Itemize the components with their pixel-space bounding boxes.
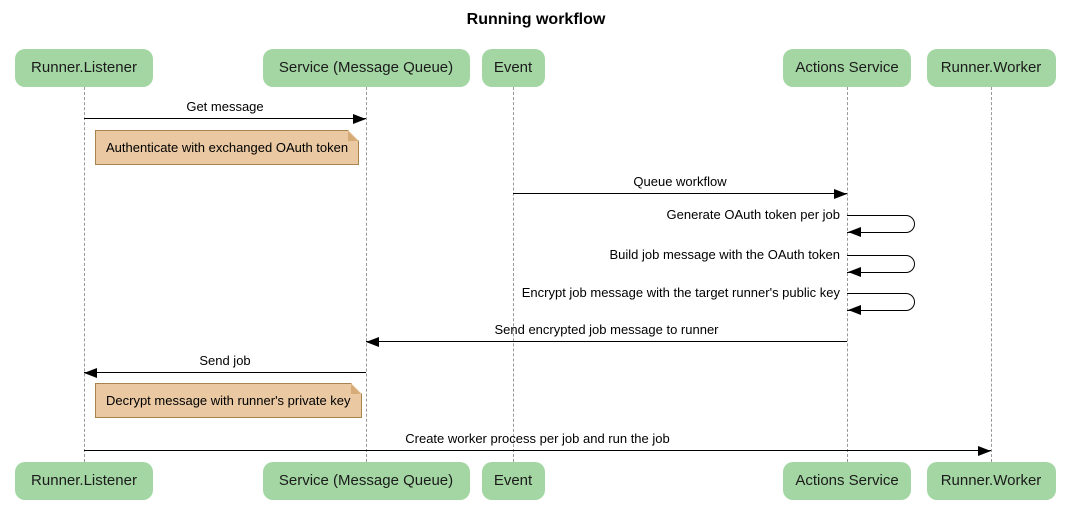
lifeline-event — [512, 87, 514, 462]
participant-bottom-actions-service: Actions Service — [783, 462, 911, 500]
selfloop-arrow — [847, 255, 915, 273]
participant-bottom-service-mq: Service (Message Queue) — [262, 462, 470, 500]
arrowhead-left-icon — [848, 305, 861, 315]
selfloop-arrow — [847, 293, 915, 311]
selfloop-label: Encrypt job message with the target runn… — [521, 285, 840, 300]
message-line — [366, 341, 847, 342]
note: Authenticate with exchanged OAuth token — [95, 130, 360, 165]
participant-top-runner-listener: Runner.Listener — [15, 49, 153, 87]
participant-top-actions-service: Actions Service — [783, 49, 911, 87]
message-label: Send job — [199, 353, 251, 368]
message-label: Create worker process per job and run th… — [405, 431, 670, 446]
participant-top-runner-worker: Runner.Worker — [926, 49, 1056, 87]
lifeline-runner-listener — [83, 87, 85, 462]
participant-top-event: Event — [481, 49, 545, 87]
selfloop-label: Build job message with the OAuth token — [609, 247, 840, 262]
message-line — [513, 193, 847, 194]
participant-bottom-runner-listener: Runner.Listener — [15, 462, 153, 500]
note: Decrypt message with runner's private ke… — [95, 383, 362, 418]
arrowhead-right-icon — [353, 114, 366, 124]
message-label: Queue workflow — [633, 174, 727, 189]
arrowhead-right-icon — [978, 446, 991, 456]
arrowhead-left-icon — [848, 227, 861, 237]
lifeline-runner-worker — [990, 87, 992, 462]
diagram-title: Running workflow — [466, 11, 606, 28]
participant-bottom-event: Event — [481, 462, 545, 500]
message-line — [84, 372, 366, 373]
message-label: Send encrypted job message to runner — [494, 322, 719, 337]
selfloop-label: Generate OAuth token per job — [666, 207, 840, 222]
arrowhead-left-icon — [848, 267, 861, 277]
arrowhead-right-icon — [834, 189, 847, 199]
lifeline-service-mq — [365, 87, 367, 462]
participant-bottom-runner-worker: Runner.Worker — [926, 462, 1056, 500]
message-line — [84, 118, 366, 119]
message-line — [84, 450, 991, 451]
participant-top-service-mq: Service (Message Queue) — [262, 49, 470, 87]
selfloop-arrow — [847, 215, 915, 233]
lifeline-actions-service — [846, 87, 848, 462]
arrowhead-left-icon — [366, 337, 379, 347]
arrowhead-left-icon — [84, 368, 97, 378]
message-label: Get message — [186, 99, 264, 114]
